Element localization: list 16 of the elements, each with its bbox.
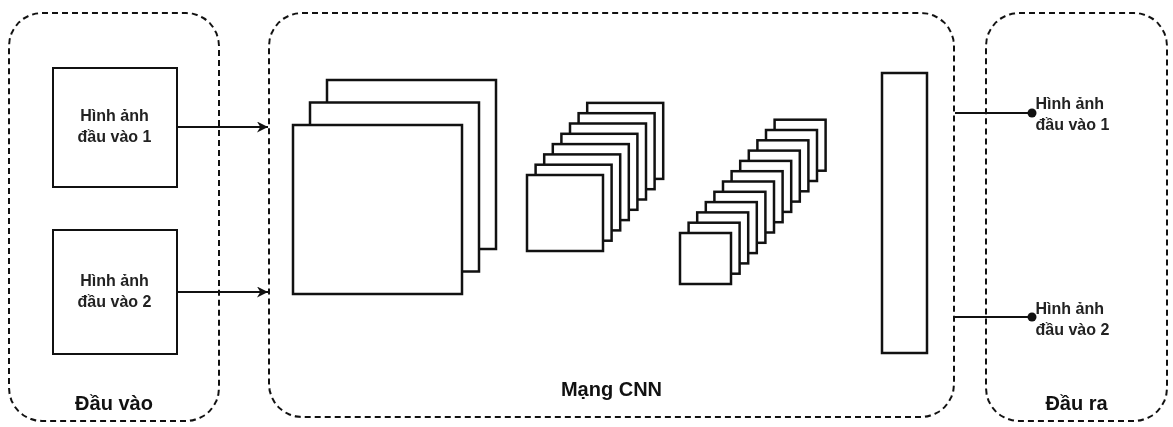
- box-label: Hình ảnh đầu vào 1: [76, 106, 153, 147]
- dashed-group-box: [268, 12, 955, 418]
- group-title: Mạng CNN: [559, 378, 664, 401]
- dashed-group-box: [8, 12, 220, 422]
- process-box: [51, 228, 178, 355]
- arrow: [178, 121, 268, 133]
- dashed-group-box: [985, 12, 1168, 422]
- box-label: Hình ảnh đầu vào 2: [76, 270, 153, 312]
- process-box: [51, 66, 178, 188]
- group-title: Đầu ra: [1044, 392, 1109, 415]
- output-label: Hình ảnh đầu vào 2: [1035, 298, 1111, 340]
- arrow: [178, 286, 268, 298]
- dot-connector: [955, 108, 1037, 118]
- dot-connector: [955, 312, 1037, 322]
- output-label: Hình ảnh đầu vào 1: [1035, 93, 1111, 135]
- group-title: Đầu vào: [74, 392, 154, 415]
